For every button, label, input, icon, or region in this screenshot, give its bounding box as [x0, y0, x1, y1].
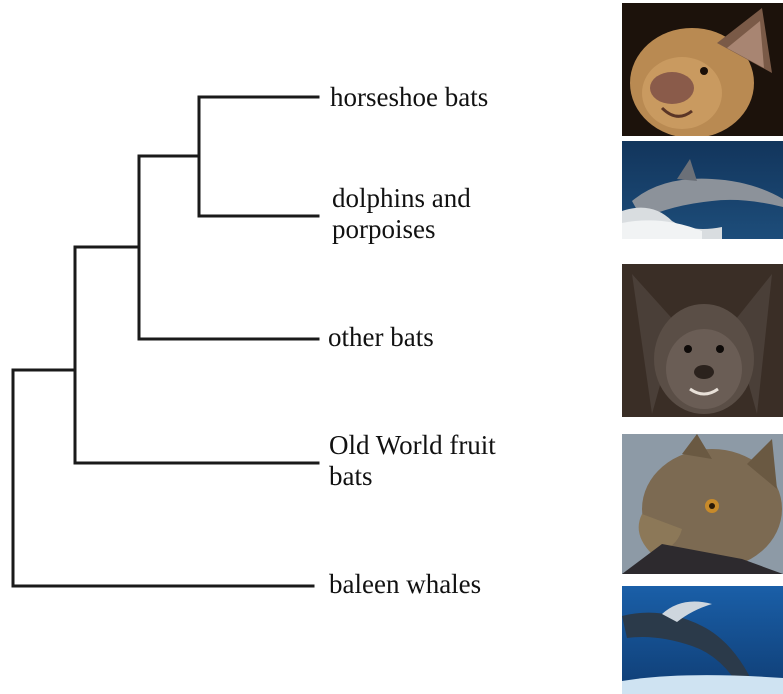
label-other-bats: other bats	[328, 322, 434, 353]
whale-photo	[622, 586, 783, 694]
label-baleen-whales: baleen whales	[329, 569, 481, 600]
horseshoe-bat-photo	[622, 3, 783, 136]
label-old-world-fruit-bats: Old World fruit bats	[329, 430, 496, 492]
label-horseshoe-bats: horseshoe bats	[330, 82, 488, 113]
dolphin-photo	[622, 141, 783, 239]
bat-face-photo	[622, 264, 783, 417]
fruit-bat-photo	[622, 434, 783, 574]
label-dolphins-porpoises: dolphins and porpoises	[332, 183, 471, 245]
